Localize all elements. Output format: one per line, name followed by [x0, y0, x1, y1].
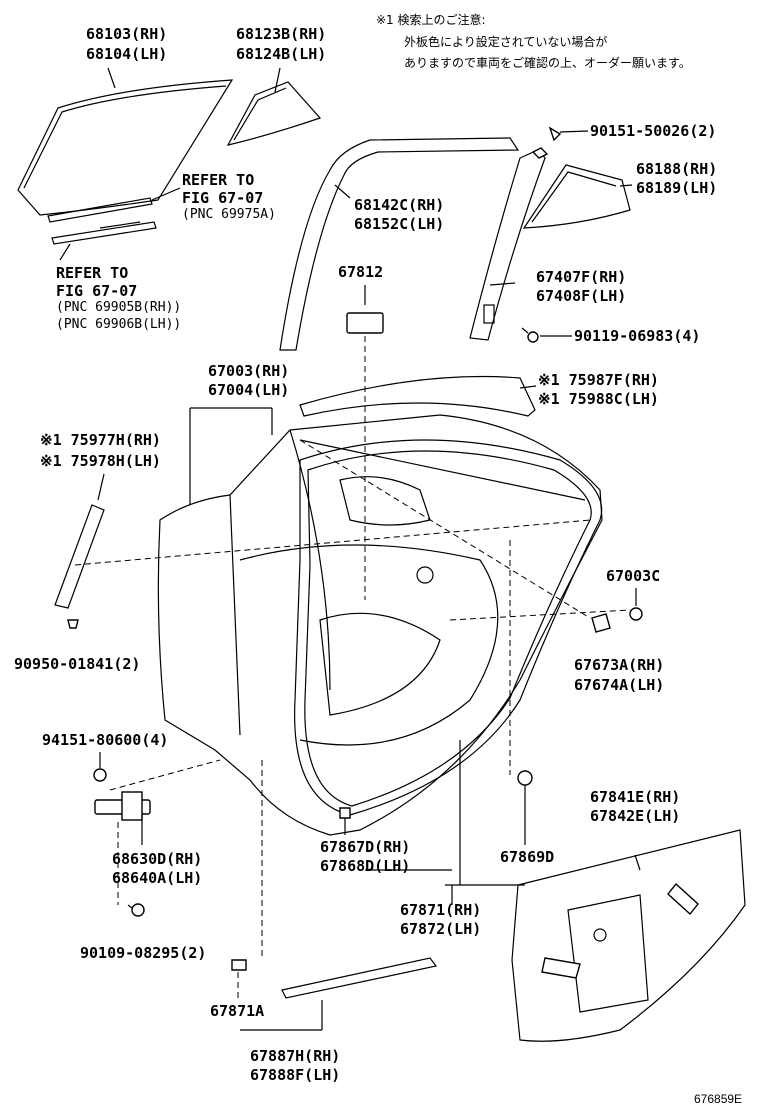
label-90109[interactable]: 90109-08295(2)	[80, 944, 207, 962]
bolt-94151[interactable]	[93, 752, 107, 782]
bracket-67673a[interactable]	[591, 613, 611, 633]
label-67888f[interactable]: 67888F(LH)	[250, 1066, 341, 1084]
label-67872[interactable]: 67872(LH)	[400, 920, 482, 938]
run-channel-68142c[interactable]	[279, 137, 520, 351]
label-68124b[interactable]: 68124B(LH)	[236, 45, 327, 63]
label-67867d[interactable]: 67867D(RH)	[320, 838, 411, 856]
label-90151[interactable]: 90151-50026(2)	[590, 122, 717, 140]
vent-glass-68188[interactable]	[522, 164, 631, 229]
refer-label-2-pnc-lh: (PNC 69906B(LH))	[56, 317, 182, 332]
label-68104[interactable]: 68104(LH)	[86, 45, 168, 63]
label-75978h[interactable]: ※1 75978H(LH)	[40, 452, 161, 470]
label-75987f[interactable]: ※1 75987F(RH)	[538, 371, 659, 389]
bolt-90109[interactable]	[127, 903, 145, 917]
garnish-75977h[interactable]	[54, 504, 105, 609]
clip-90950[interactable]	[67, 619, 79, 629]
refer-label-1-fig[interactable]: FIG 67-07	[182, 189, 264, 207]
clip-67867d[interactable]	[339, 807, 351, 835]
label-67812[interactable]: 67812	[338, 263, 384, 281]
refer-label-2: REFER TO	[56, 264, 129, 282]
pad-67812[interactable]	[346, 285, 384, 334]
clip-67003c[interactable]	[629, 588, 643, 621]
quarter-glass-68123b[interactable]	[226, 81, 322, 146]
clip-67869d[interactable]	[517, 770, 533, 845]
label-67871[interactable]: 67871(RH)	[400, 901, 482, 919]
label-68142c[interactable]: 68142C(RH)	[354, 196, 445, 214]
label-90950[interactable]: 90950-01841(2)	[14, 655, 141, 673]
label-67004[interactable]: 67004(LH)	[208, 381, 290, 399]
label-67842e[interactable]: 67842E(LH)	[590, 807, 681, 825]
bolt-90119[interactable]	[521, 327, 572, 343]
label-67003[interactable]: 67003(RH)	[208, 362, 290, 380]
division-bar-67407f[interactable]	[469, 149, 546, 341]
label-67887h[interactable]: 67887H(RH)	[250, 1047, 341, 1065]
refer-label-1: REFER TO	[182, 171, 255, 189]
lower-weatherstrip-67887h[interactable]	[281, 957, 438, 999]
figure-code: 676859E	[694, 1092, 743, 1106]
screw-90151[interactable]	[531, 126, 589, 159]
label-67408f[interactable]: 67408F(LH)	[536, 287, 627, 305]
label-67003c[interactable]: 67003C	[606, 567, 661, 585]
label-68103[interactable]: 68103(RH)	[86, 25, 168, 43]
refer-label-2-pnc-rh: (PNC 69905B(RH))	[56, 300, 182, 315]
search-note-header: ※1 検索上のご注意:	[376, 13, 486, 27]
label-75977h[interactable]: ※1 75977H(RH)	[40, 431, 161, 449]
label-94151[interactable]: 94151-80600(4)	[42, 731, 169, 749]
clip-67871a[interactable]	[231, 959, 247, 971]
refer-label-1-pnc: (PNC 69975A)	[182, 207, 276, 222]
label-90119[interactable]: 90119-06983(4)	[574, 327, 701, 345]
label-67871a[interactable]: 67871A	[210, 1002, 265, 1020]
label-67673a[interactable]: 67673A(RH)	[574, 656, 665, 674]
label-68188[interactable]: 68188(RH)	[636, 160, 718, 178]
service-hole-cover-67841e[interactable]	[511, 829, 746, 1042]
label-68630d[interactable]: 68630D(RH)	[112, 850, 203, 868]
glass-channel-strips[interactable]	[47, 197, 157, 245]
label-68123b[interactable]: 68123B(RH)	[236, 25, 327, 43]
door-check-68630d[interactable]	[94, 791, 151, 845]
label-68640a[interactable]: 68640A(LH)	[112, 869, 203, 887]
search-note-line-1: 外板色により設定されていない場合が	[404, 35, 608, 49]
label-67869d[interactable]: 67869D	[500, 848, 555, 866]
door-weatherstrip-67871[interactable]	[294, 439, 603, 816]
label-75988c[interactable]: ※1 75988C(LH)	[538, 390, 659, 408]
belt-weatherstrip-75987f[interactable]	[299, 375, 536, 417]
label-68189[interactable]: 68189(LH)	[636, 179, 718, 197]
refer-label-2-fig[interactable]: FIG 67-07	[56, 282, 138, 300]
label-67841e[interactable]: 67841E(RH)	[590, 788, 681, 806]
search-note-line-2: ありますので車両をご確認の上、オーダー願います。	[404, 56, 691, 70]
rear-door-panel-67003[interactable]	[157, 414, 603, 836]
label-67674a[interactable]: 67674A(LH)	[574, 676, 665, 694]
label-68152c[interactable]: 68152C(LH)	[354, 215, 445, 233]
label-67407f[interactable]: 67407F(RH)	[536, 268, 627, 286]
label-67868d[interactable]: 67868D(LH)	[320, 857, 411, 875]
